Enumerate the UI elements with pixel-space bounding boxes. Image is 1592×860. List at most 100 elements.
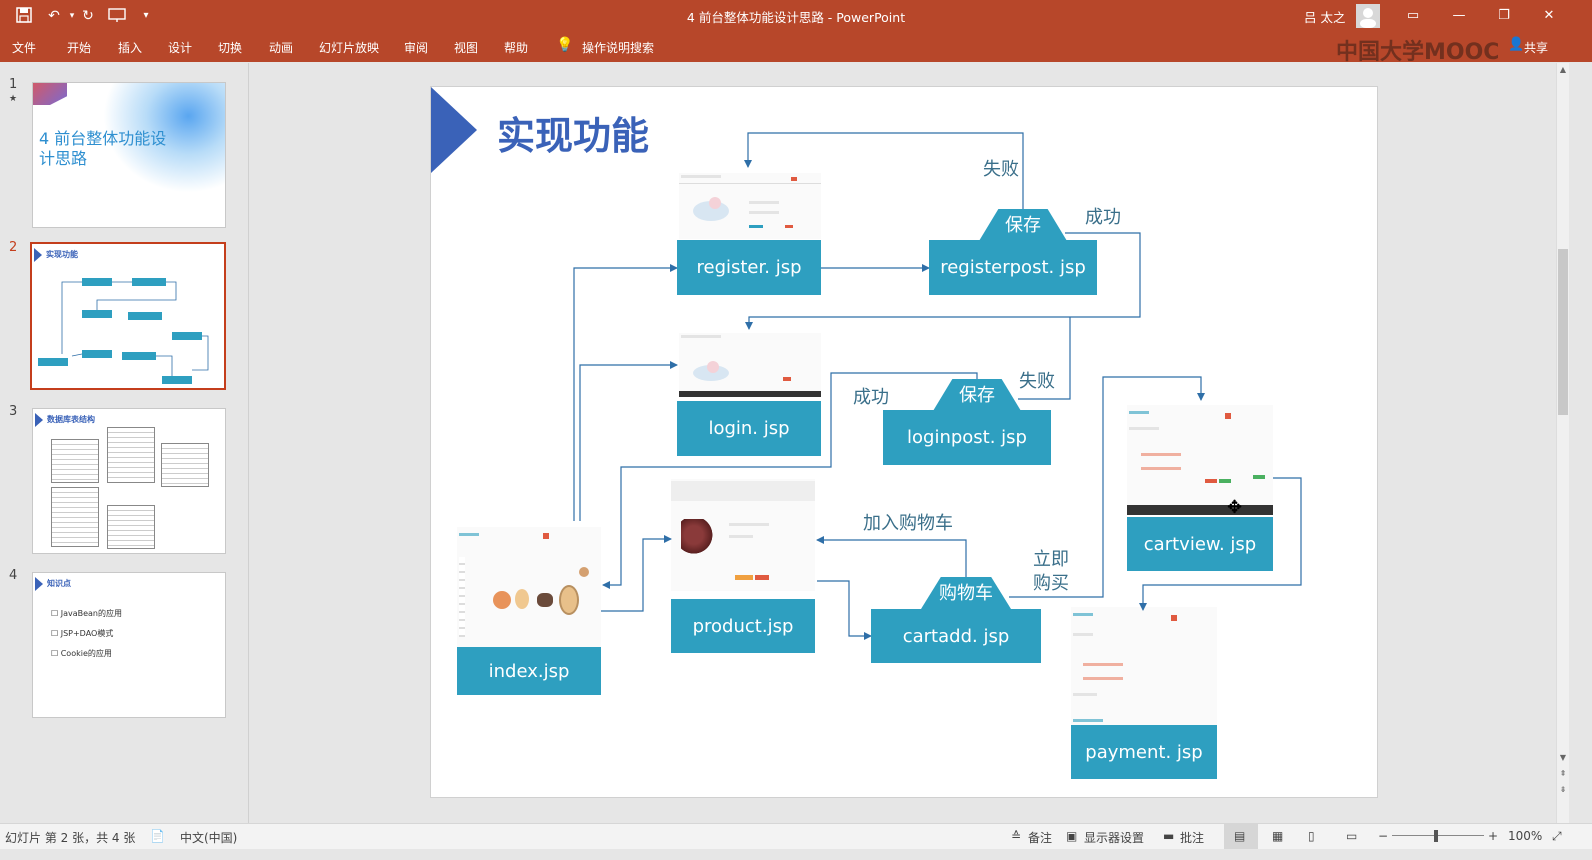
comments-button[interactable]: 批注 (1180, 831, 1205, 845)
display-settings-icon[interactable]: ▣ (1066, 829, 1078, 843)
spellcheck-icon[interactable]: 📄 (150, 829, 165, 843)
slideshow-view-icon[interactable]: ▭ (1346, 829, 1358, 843)
mascot-face (709, 197, 721, 209)
zoom-in-button[interactable]: + (1488, 829, 1499, 843)
mock-button (1205, 479, 1217, 483)
scroll-thumb[interactable] (1558, 249, 1568, 415)
buy-now-label-2: 购买 (1033, 573, 1069, 594)
user-name[interactable]: 吕 太之 (1304, 10, 1346, 25)
tell-me-search[interactable]: 操作说明搜索 (582, 41, 655, 55)
slide-thumbnail-1[interactable]: 4 前台整体功能设计思路 (32, 82, 226, 228)
language-indicator[interactable]: 中文(中国) (180, 831, 238, 845)
thumb-box (132, 278, 166, 286)
tab-transitions[interactable]: 切换 (218, 41, 243, 55)
notes-icon[interactable]: ≙ (1011, 829, 1022, 843)
close-button[interactable]: ✕ (1543, 8, 1555, 23)
slide-sorter-icon[interactable]: ▦ (1272, 829, 1284, 843)
buy-now-label-1: 立即 (1033, 549, 1069, 570)
tab-review[interactable]: 审阅 (404, 41, 429, 55)
reading-view-icon[interactable]: ▯ (1308, 829, 1315, 843)
fail-label-register: 失败 (983, 159, 1019, 180)
zoom-slider-track[interactable] (1392, 835, 1484, 836)
slide-counter[interactable]: 幻灯片 第 2 张，共 4 张 (5, 831, 136, 845)
slide-thumbnail-3[interactable]: 数据库表结构 (32, 408, 226, 554)
slide-thumbnail-2[interactable]: 实现功能 (30, 242, 226, 390)
success-label-register: 成功 (1085, 207, 1121, 228)
notes-button[interactable]: 备注 (1028, 831, 1053, 845)
tab-home[interactable]: 开始 (67, 41, 92, 55)
tab-file[interactable]: 文件 (12, 41, 37, 55)
cartview-page-mockup (1127, 405, 1273, 515)
login-page-mockup (679, 333, 821, 397)
decision-label: 保存 (959, 385, 995, 406)
customize-toolbar-icon[interactable]: ▾ (143, 10, 149, 21)
next-slide-icon[interactable]: ⇟ (1559, 785, 1567, 794)
register-page-mockup (679, 173, 821, 239)
mock-button (543, 533, 549, 539)
registerpost-box: registerpost. jsp (929, 240, 1097, 295)
mascot-face (707, 361, 719, 373)
mock-button (755, 575, 769, 580)
display-settings-button[interactable]: 显示器设置 (1084, 831, 1145, 845)
restore-button[interactable]: ❐ (1498, 8, 1510, 23)
slide-number-3: 3 (9, 404, 18, 419)
zoom-slider-thumb[interactable] (1434, 830, 1438, 842)
share-button[interactable]: 共享 (1524, 41, 1549, 55)
thumb-triangle (34, 248, 42, 262)
tab-design[interactable]: 设计 (168, 41, 193, 55)
tab-animations[interactable]: 动画 (269, 41, 294, 55)
passionfruit-image (681, 519, 713, 559)
ribbon-display-options-icon[interactable]: ▭ (1406, 8, 1420, 23)
fail-label-login: 失败 (1019, 371, 1055, 392)
thumb-logo-shape (33, 83, 67, 105)
vertical-scrollbar[interactable]: ▲ ▼ ⇞ ⇟ (1556, 63, 1569, 823)
payment-box: payment. jsp (1071, 725, 1217, 779)
scroll-down-icon[interactable]: ▼ (1559, 753, 1567, 762)
success-label-login: 成功 (853, 387, 889, 408)
previous-slide-icon[interactable]: ⇞ (1559, 769, 1567, 778)
thumb-bullet-text: JavaBean的应用 (60, 609, 122, 618)
slide-canvas[interactable]: 实现功能 (430, 86, 1378, 798)
tab-help[interactable]: 帮助 (504, 41, 529, 55)
slide-thumbnail-4[interactable]: 知识点 ☐ JavaBean的应用 ☐ JSP+DAO模式 ☐ Cookie的应… (32, 572, 226, 718)
start-slideshow-icon[interactable] (107, 7, 127, 25)
zoom-level[interactable]: 100% (1508, 829, 1543, 843)
share-icon[interactable]: 👤 (1508, 37, 1525, 52)
thumb-bullet-text: JSP+DAO模式 (60, 629, 114, 638)
lightbulb-icon: 💡 (556, 37, 574, 53)
tab-insert[interactable]: 插入 (118, 41, 143, 55)
thumb-title: 数据库表结构 (47, 415, 95, 424)
slide-title: 实现功能 (497, 114, 650, 158)
animation-star-icon: ★ (9, 94, 18, 104)
undo-icon[interactable]: ↶ (48, 8, 60, 24)
mock-button (735, 575, 753, 580)
fit-to-window-icon[interactable]: ⤢ (1552, 829, 1562, 843)
mock-category-list (459, 557, 465, 637)
undo-dropdown-icon[interactable]: ▾ (69, 11, 75, 21)
product-image (579, 567, 589, 577)
thumb-connectors (61, 281, 209, 376)
mock-button (1219, 479, 1231, 483)
save-icon[interactable] (14, 7, 34, 25)
avatar[interactable] (1356, 4, 1380, 28)
slide-number-2: 2 (9, 240, 18, 255)
move-cursor-icon: ✥ (1227, 497, 1243, 518)
mock-button (1171, 615, 1177, 621)
normal-view-button[interactable] (1224, 824, 1258, 849)
thumb-triangle (35, 577, 43, 591)
thumb-box (82, 310, 112, 318)
minimize-button[interactable]: — (1452, 8, 1466, 23)
tab-view[interactable]: 视图 (454, 41, 479, 55)
thumb-title: 知识点 (47, 579, 71, 588)
thumb-box (38, 358, 68, 366)
product-image (559, 585, 579, 615)
thumb-box (162, 376, 192, 384)
thumb-triangle (35, 413, 43, 427)
zoom-out-button[interactable]: − (1378, 829, 1389, 843)
comments-icon[interactable]: ▬ (1163, 829, 1175, 843)
decision-label: 购物车 (939, 583, 993, 604)
scroll-up-icon[interactable]: ▲ (1559, 65, 1567, 74)
tab-slideshow[interactable]: 幻灯片放映 (319, 41, 380, 55)
redo-icon[interactable]: ↻ (82, 8, 94, 24)
cartadd-box: cartadd. jsp (871, 609, 1041, 663)
